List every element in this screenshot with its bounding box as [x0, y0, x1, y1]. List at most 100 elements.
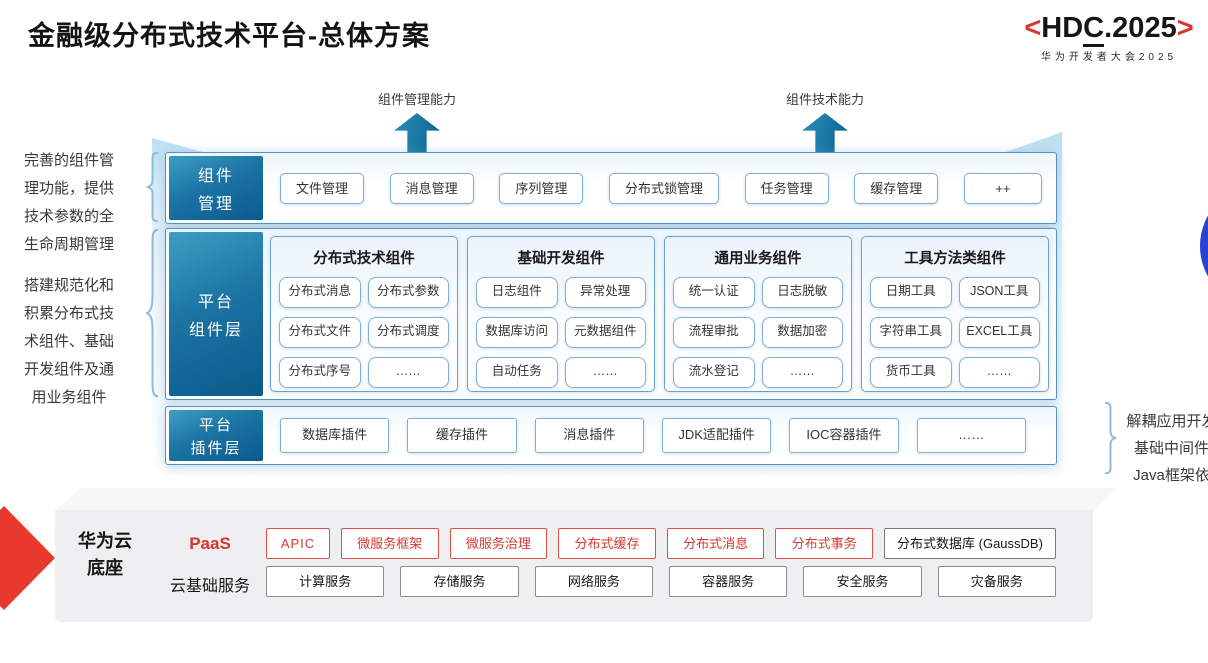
logo-year: .2025 [1104, 12, 1177, 44]
iaas-chip: 存储服务 [400, 566, 519, 597]
logo-c-underlined: C [1083, 12, 1105, 47]
group-grid: 统一认证 日志脱敏 流程审批 数据加密 流水登记 …… [673, 277, 843, 388]
arrow-label-management: 组件管理能力 [377, 92, 456, 107]
layer-label-line: 平台 [198, 416, 233, 434]
iaas-chip: 灾备服务 [937, 566, 1056, 597]
right-brace-icon [1104, 402, 1117, 474]
paas-chip: APIC [266, 528, 330, 559]
layer-label-component-management: 组件 管理 [169, 156, 263, 220]
component-cell-more: …… [367, 357, 449, 388]
paas-chip: 分布式消息 [666, 528, 765, 559]
component-cell: 分布式文件 [279, 317, 361, 348]
plugin-items: 数据库插件 缓存插件 消息插件 JDK适配插件 IOC容器插件 …… [280, 407, 1026, 464]
component-cell: 分布式调度 [367, 317, 449, 348]
layer-platform-components: 平台 组件层 分布式技术组件 分布式消息 分布式参数 分布式文件 分布式调度 分… [165, 228, 1057, 400]
component-cell: 日期工具 [870, 277, 952, 308]
group-title: 工具方法类组件 [904, 251, 1006, 267]
logo-left-bracket-icon: < [1024, 12, 1042, 44]
component-cell: 流水登记 [673, 357, 755, 388]
arrow-label-technology: 组件技术能力 [785, 92, 864, 107]
plugin-chip: 消息插件 [534, 418, 644, 453]
management-chip: 序列管理 [499, 172, 584, 204]
group-common-business: 通用业务组件 统一认证 日志脱敏 流程审批 数据加密 流水登记 …… [664, 236, 852, 392]
iaas-items: 计算服务 存储服务 网络服务 容器服务 安全服务 灾备服务 [266, 566, 1056, 597]
layer-platform-plugins: 平台 插件层 数据库插件 缓存插件 消息插件 JDK适配插件 IOC容器插件 …… [165, 406, 1057, 465]
plugin-chip: IOC容器插件 [789, 418, 899, 453]
group-title: 基础开发组件 [517, 251, 605, 267]
plugin-chip-more: …… [916, 418, 1026, 453]
layer-label-platform-components: 平台 组件层 [169, 232, 263, 396]
up-arrow-icon [394, 113, 440, 153]
group-basic-dev: 基础开发组件 日志组件 异常处理 数据库访问 元数据组件 自动任务 …… [467, 236, 655, 392]
paas-chip: 微服务框架 [341, 528, 439, 559]
foundation-label-line: 华为云 [78, 531, 132, 551]
hdc-logo-text: <HDC.2025> [1012, 12, 1206, 47]
component-cell-more: …… [564, 357, 646, 388]
iaas-chip: 容器服务 [668, 566, 788, 597]
left-brace-icon [146, 228, 159, 398]
group-title: 通用业务组件 [714, 251, 802, 267]
management-chip: 分布式锁管理 [608, 172, 719, 204]
component-cell: 自动任务 [476, 357, 558, 388]
layer-label-line: 管理 [197, 196, 234, 213]
red-arrow-icon [0, 506, 55, 610]
note-left-bottom: 搭建规范化和积累分布式技术组件、基础开发组件及通用业务组件 [23, 277, 114, 406]
layer-component-management: 组件 管理 文件管理 消息管理 序列管理 分布式锁管理 任务管理 缓存管理 ++ [165, 152, 1057, 224]
iaas-chip: 安全服务 [803, 566, 922, 597]
foundation-slab-top-face [55, 488, 1118, 511]
management-chip: 任务管理 [744, 172, 829, 204]
component-cell: 日志脱敏 [761, 277, 843, 308]
up-arrow-icon [802, 113, 848, 153]
management-chip-more: ++ [963, 172, 1042, 204]
paas-row-label: PaaS [189, 534, 231, 553]
component-cell: 货币工具 [870, 357, 952, 388]
group-title: 分布式技术组件 [313, 251, 415, 267]
hdc-logo: <HDC.2025> 华为开发者大会2025 [1012, 12, 1206, 63]
component-cell: 统一认证 [673, 277, 755, 308]
component-cell: 字符串工具 [870, 317, 952, 348]
note-left-top: 完善的组件管理功能，提供技术参数的全生命周期管理 [23, 152, 114, 253]
paas-items: APIC 微服务框架 微服务治理 分布式缓存 分布式消息 分布式事务 分布式数据… [266, 528, 1056, 559]
component-cell: EXCEL工具 [958, 317, 1040, 348]
iaas-chip: 计算服务 [266, 566, 385, 597]
group-grid: 日期工具 JSON工具 字符串工具 EXCEL工具 货币工具 …… [870, 277, 1040, 388]
layer-label-line: 组件 [197, 168, 234, 185]
component-cell: 流程审批 [673, 317, 755, 348]
plugin-chip: JDK适配插件 [661, 418, 772, 453]
component-cell-more: …… [958, 357, 1040, 388]
group-grid: 日志组件 异常处理 数据库访问 元数据组件 自动任务 …… [476, 277, 646, 388]
left-brace-icon [146, 152, 159, 222]
component-cell: 异常处理 [564, 277, 646, 308]
paas-chip: 分布式缓存 [558, 528, 656, 559]
management-chip: 文件管理 [280, 172, 365, 204]
iaas-row-label: 云基础服务 [169, 578, 250, 595]
component-cell: JSON工具 [958, 277, 1040, 308]
foundation-label-line: 底座 [87, 558, 123, 578]
logo-hd: HD [1041, 12, 1084, 44]
component-cell: 分布式序号 [279, 357, 361, 388]
management-chip: 缓存管理 [854, 172, 939, 204]
component-cell: 元数据组件 [564, 317, 646, 348]
component-cell: 分布式参数 [367, 277, 449, 308]
plugin-chip: 缓存插件 [407, 418, 517, 453]
note-right: 解耦应用开发对基础中间件及Java框架依赖 [1126, 413, 1208, 484]
component-cell: 日志组件 [476, 277, 558, 308]
iaas-chip: 网络服务 [534, 566, 653, 597]
page-title: 金融级分布式技术平台-总体方案 [28, 21, 430, 51]
foundation-label: 华为云 底座 [57, 528, 153, 582]
blue-circle-decoration [1200, 184, 1208, 308]
paas-chip: 分布式事务 [775, 528, 873, 559]
hdc-logo-subtitle: 华为开发者大会2025 [1040, 52, 1178, 63]
layer-label-platform-plugins: 平台 插件层 [169, 410, 263, 461]
layer-label-line: 插件层 [190, 439, 242, 457]
plugin-chip: 数据库插件 [280, 418, 390, 453]
component-cell: 分布式消息 [279, 277, 361, 308]
component-groups: 分布式技术组件 分布式消息 分布式参数 分布式文件 分布式调度 分布式序号 ……… [270, 236, 1049, 392]
layer-label-line: 平台 [197, 294, 234, 311]
logo-right-bracket-icon: > [1176, 12, 1194, 44]
paas-chip-gaussdb: 分布式数据库 (GaussDB) [883, 528, 1056, 559]
component-cell-more: …… [761, 357, 843, 388]
group-grid: 分布式消息 分布式参数 分布式文件 分布式调度 分布式序号 …… [279, 277, 449, 388]
group-distributed-tech: 分布式技术组件 分布式消息 分布式参数 分布式文件 分布式调度 分布式序号 …… [270, 236, 458, 392]
